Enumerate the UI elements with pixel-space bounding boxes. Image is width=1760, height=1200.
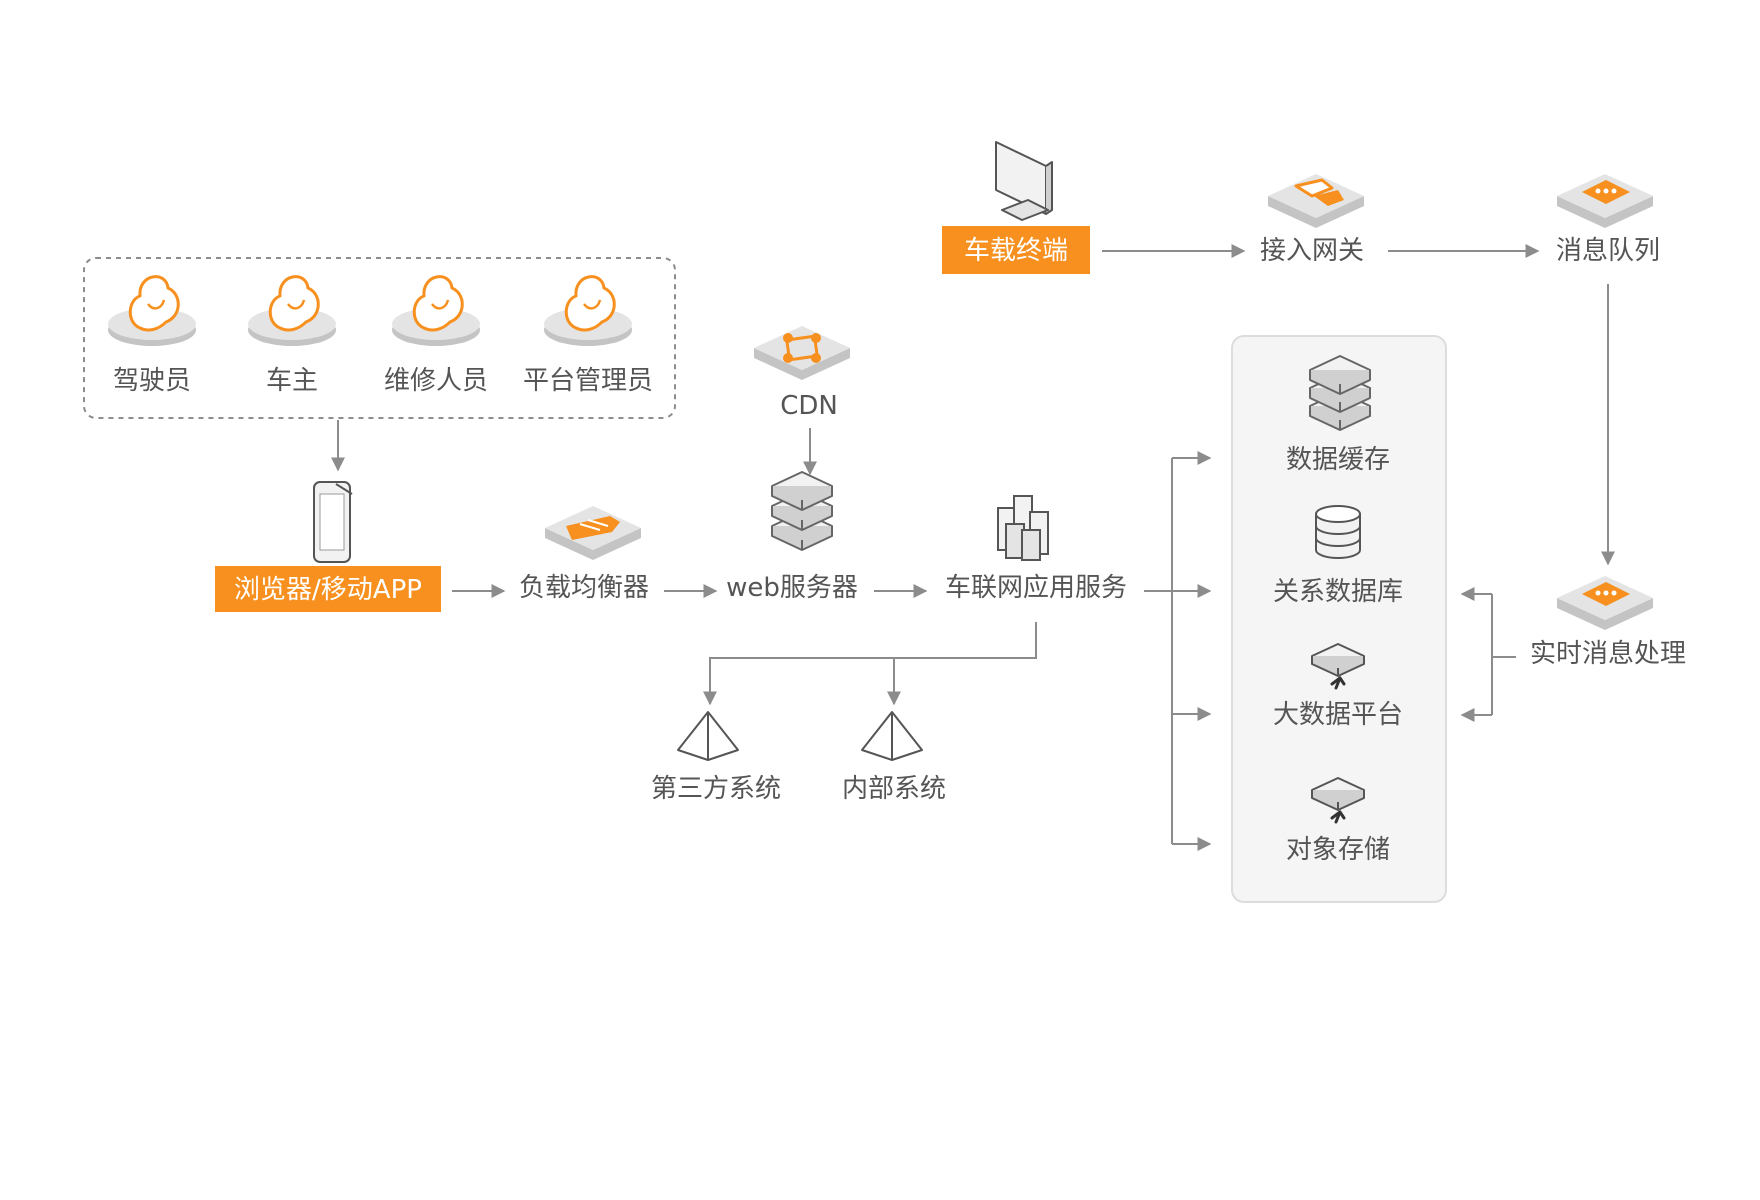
- web-server-stack-icon: [771, 471, 833, 551]
- gateway-label: 接入网关: [1260, 236, 1364, 266]
- user-maintainer: 维修人员: [384, 275, 488, 396]
- database-icon: [1315, 505, 1361, 559]
- node-iov-service: 车联网应用服务: [945, 495, 1127, 603]
- node-load-balancer: 负载均衡器: [519, 506, 649, 603]
- node-third-party: 第三方系统: [651, 711, 781, 804]
- user-owner-icon: [246, 275, 338, 348]
- users-group-frame: [83, 257, 676, 419]
- terminal-highlight: [942, 226, 1090, 274]
- object-storage-label: 对象存储: [1286, 835, 1390, 865]
- node-cache: 数据缓存: [1286, 355, 1390, 475]
- storage-panel: [1231, 335, 1447, 903]
- queue-label: 消息队列: [1556, 236, 1660, 266]
- node-internal: 内部系统: [842, 711, 946, 804]
- user-driver: 驾驶员: [106, 275, 198, 396]
- user-owner-label: 车主: [266, 366, 318, 396]
- internal-label: 内部系统: [842, 774, 946, 804]
- connectors: [331, 244, 1615, 851]
- node-realtime: 实时消息处理: [1530, 576, 1686, 669]
- load-balancer-icon: [545, 506, 641, 560]
- node-cdn: CDN: [754, 326, 850, 421]
- user-driver-icon: [106, 275, 198, 348]
- node-terminal: 车载终端: [942, 141, 1090, 274]
- cdn-label: CDN: [780, 391, 838, 421]
- internal-pyramid-icon: [861, 711, 923, 761]
- user-maintainer-label: 维修人员: [384, 366, 488, 396]
- cdn-icon: [754, 326, 850, 380]
- edge-iov-to-third-party: [703, 622, 1037, 706]
- user-owner: 车主: [246, 275, 338, 396]
- node-browser-app: 浏览器/移动APP: [215, 481, 441, 612]
- web-server-label: web服务器: [726, 573, 858, 603]
- third-party-label: 第三方系统: [651, 774, 781, 804]
- realtime-label: 实时消息处理: [1530, 639, 1686, 669]
- mobile-phone-icon: [313, 481, 353, 563]
- browser-app-highlight: [215, 566, 441, 612]
- user-admin-label: 平台管理员: [523, 366, 653, 396]
- terminal-label: 车载终端: [964, 236, 1068, 266]
- user-admin-icon: [542, 275, 634, 348]
- node-gateway: 接入网关: [1260, 174, 1364, 266]
- browser-app-label: 浏览器/移动APP: [234, 575, 422, 605]
- user-maintainer-icon: [390, 275, 482, 348]
- third-party-pyramid-icon: [677, 711, 739, 761]
- node-bigdata: 大数据平台: [1273, 642, 1403, 730]
- node-object-storage: 对象存储: [1286, 776, 1390, 865]
- message-queue-icon: [1557, 174, 1653, 228]
- cache-layers-icon: [1309, 355, 1371, 431]
- cache-label: 数据缓存: [1286, 445, 1390, 475]
- node-queue: 消息队列: [1556, 174, 1660, 266]
- user-driver-label: 驾驶员: [113, 366, 191, 396]
- rdb-label: 关系数据库: [1273, 577, 1403, 607]
- realtime-processing-icon: [1557, 576, 1653, 630]
- node-web-server: web服务器: [726, 471, 858, 603]
- monitor-icon: [995, 141, 1053, 221]
- gateway-icon: [1268, 174, 1364, 228]
- bigdata-label: 大数据平台: [1273, 700, 1403, 730]
- iov-service-label: 车联网应用服务: [945, 573, 1127, 603]
- iov-service-cluster-icon: [997, 495, 1049, 561]
- user-admin: 平台管理员: [523, 275, 653, 396]
- node-rdb: 关系数据库: [1273, 505, 1403, 607]
- load-balancer-label: 负载均衡器: [519, 573, 649, 603]
